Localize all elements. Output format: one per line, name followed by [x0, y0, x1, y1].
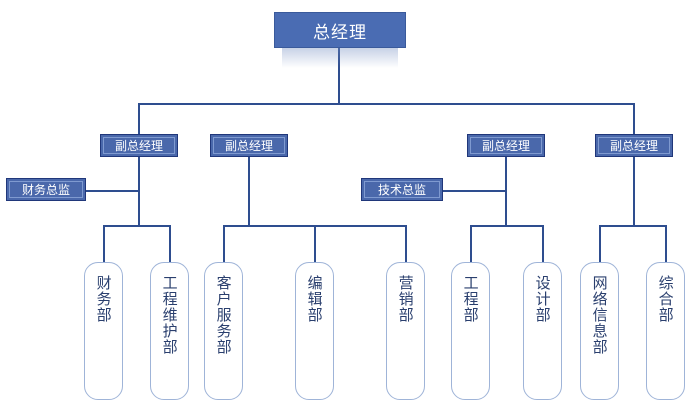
- connector-finance-director: [86, 190, 140, 192]
- box-deputy-2[interactable]: 副总经理: [210, 134, 288, 157]
- box-deputy-3-label: 副总经理: [470, 137, 542, 154]
- connector-drop-dept-engineering-maintenance: [169, 225, 171, 262]
- connector-drop-deputy-4: [633, 103, 635, 134]
- connector-drop-dept-marketing: [405, 225, 407, 262]
- box-finance-director[interactable]: 财务总监: [6, 178, 86, 201]
- connector-top-bus: [138, 103, 635, 105]
- exec-box-shadow: [282, 46, 398, 68]
- box-finance-director-label: 财务总监: [9, 181, 83, 198]
- box-dept-finance-label: 财务部: [94, 275, 113, 323]
- box-dept-engineering[interactable]: 工程部: [451, 262, 490, 400]
- box-dept-general-affairs[interactable]: 综合部: [646, 262, 685, 400]
- box-deputy-4[interactable]: 副总经理: [595, 134, 673, 157]
- box-dept-engineering-maintenance[interactable]: 工程维护部: [150, 262, 189, 400]
- box-dept-network-information-label: 网络信息部: [590, 275, 609, 355]
- connector-drop-dept-design: [542, 225, 544, 262]
- connector-drop-dept-customer-service: [223, 225, 225, 262]
- connector-bus-deputy-4: [599, 225, 667, 227]
- box-deputy-1[interactable]: 副总经理: [100, 134, 178, 157]
- box-deputy-3[interactable]: 副总经理: [467, 134, 545, 157]
- connector-drop-dept-finance: [103, 225, 105, 262]
- connector-drop-dept-editorial: [314, 225, 316, 262]
- box-dept-engineering-maintenance-label: 工程维护部: [160, 275, 179, 355]
- box-dept-editorial-label: 编辑部: [305, 275, 324, 323]
- box-dept-customer-service[interactable]: 客户服务部: [204, 262, 243, 400]
- box-dept-customer-service-label: 客户服务部: [214, 275, 233, 355]
- connector-stem-deputy-2: [248, 157, 250, 226]
- box-dept-finance[interactable]: 财务部: [84, 262, 123, 400]
- box-dept-editorial[interactable]: 编辑部: [295, 262, 334, 400]
- box-dept-engineering-label: 工程部: [461, 275, 480, 323]
- box-dept-general-affairs-label: 综合部: [656, 275, 675, 323]
- connector-technical-director: [443, 190, 507, 192]
- box-dept-design-label: 设计部: [533, 275, 552, 323]
- connector-root-stem: [338, 48, 340, 105]
- box-technical-director-label: 技术总监: [364, 181, 440, 198]
- box-dept-marketing[interactable]: 营销部: [386, 262, 425, 400]
- connector-drop-dept-general-affairs: [665, 225, 667, 262]
- connector-drop-dept-engineering: [470, 225, 472, 262]
- connector-drop-deputy-1: [138, 103, 140, 134]
- box-technical-director[interactable]: 技术总监: [361, 178, 443, 201]
- box-deputy-4-label: 副总经理: [598, 137, 670, 154]
- connector-drop-dept-network-information: [599, 225, 601, 262]
- box-deputy-1-label: 副总经理: [103, 137, 175, 154]
- box-deputy-2-label: 副总经理: [213, 137, 285, 154]
- connector-bus-deputy-3: [470, 225, 544, 227]
- connector-stem-deputy-4: [633, 157, 635, 226]
- box-dept-marketing-label: 营销部: [396, 275, 415, 323]
- box-dept-network-information[interactable]: 网络信息部: [580, 262, 619, 400]
- box-dept-design[interactable]: 设计部: [523, 262, 562, 400]
- box-general-manager[interactable]: 总经理: [274, 12, 406, 48]
- connector-bus-deputy-1: [103, 225, 171, 227]
